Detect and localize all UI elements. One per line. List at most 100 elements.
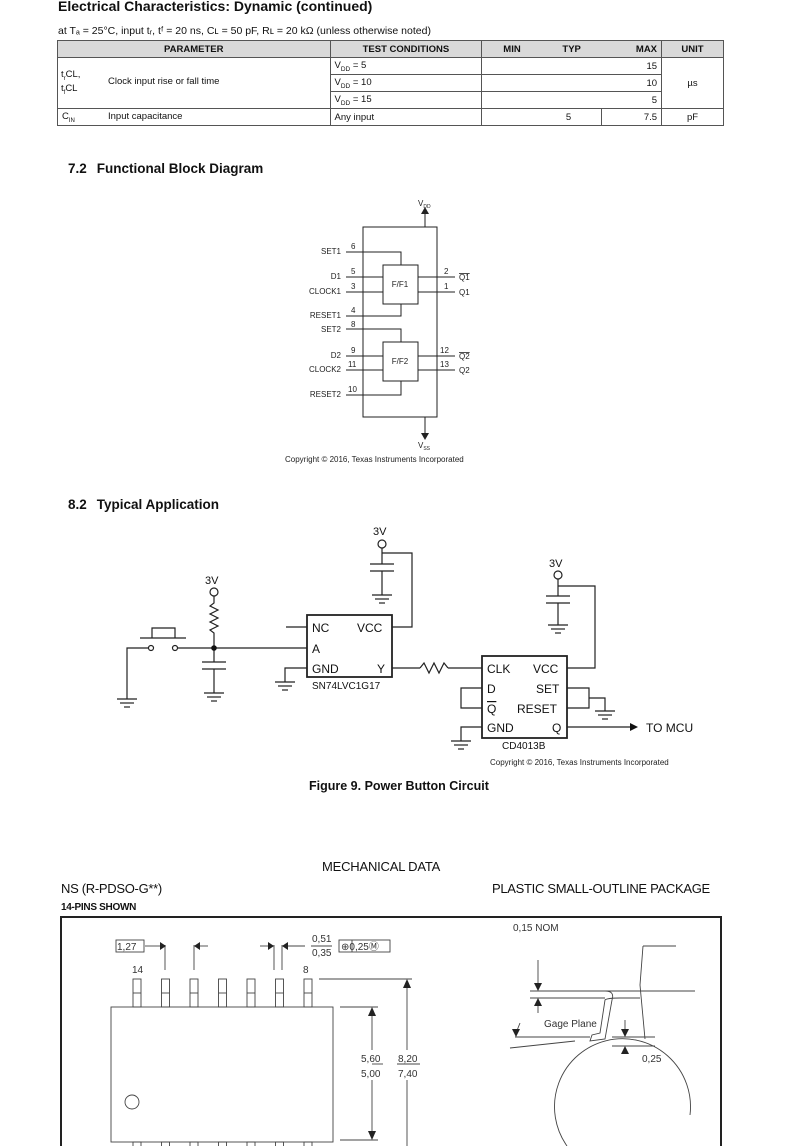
header-unit: UNIT: [661, 40, 724, 58]
param-input-capacitance: Input capacitance: [108, 110, 183, 122]
condition-cell: VDD = 10: [329, 74, 483, 92]
ic2-pin-vcc: VCC: [533, 662, 559, 676]
pin-number-8: 8: [303, 965, 309, 976]
pin-number: 6: [351, 242, 356, 251]
pins-shown-note: 14-PINS SHOWN: [61, 902, 137, 913]
reset1-wire: [346, 304, 402, 317]
sym-sub-f: f: [63, 89, 66, 96]
pin-number: 13: [440, 360, 449, 369]
dim-arrow-icon: [621, 1029, 629, 1037]
sym-t: t: [61, 69, 64, 80]
typ-value: 5: [481, 108, 603, 126]
pin-label-set2: SET2: [321, 325, 342, 334]
max-value: 7.5: [601, 108, 663, 126]
gage-plane-label: Gage Plane: [544, 1019, 597, 1030]
pin-number: 8: [351, 320, 356, 329]
pin-number: 9: [351, 346, 356, 355]
header-max: MAX: [601, 40, 663, 58]
header-min: MIN: [481, 40, 542, 58]
pin-label-q1: Q1: [459, 288, 470, 297]
ic1-pin-y: Y: [377, 662, 385, 676]
pin-number: 3: [351, 282, 356, 291]
package-name: PLASTIC SMALL-OUTLINE PACKAGE: [492, 881, 710, 896]
ic2-pin-q: Q: [552, 721, 561, 735]
pin-number: 2: [444, 267, 449, 276]
detail-circle: [554, 1038, 691, 1146]
cond-v: V: [334, 59, 341, 71]
supply-label: 3V: [373, 526, 387, 538]
max-value: 10: [481, 74, 663, 92]
dim-arrow-icon: [621, 1046, 629, 1054]
ic2-box: [481, 655, 568, 739]
unit-cell: pF: [661, 108, 724, 126]
ic1-pin-gnd: GND: [312, 662, 339, 676]
ic2-pin-q-bar: Q: [487, 702, 496, 716]
vcc-terminal: [209, 587, 219, 597]
cond-value: = 5: [350, 59, 367, 71]
package-lead: [275, 1141, 284, 1146]
pin-label-d2: D2: [331, 351, 342, 360]
figure-caption: Figure 9. Power Button Circuit: [309, 779, 489, 793]
pullup-resistor: [208, 596, 220, 648]
pitch-value: 1,27: [117, 942, 137, 953]
cond-sub: DD: [340, 99, 351, 107]
vss-label: VSS: [418, 441, 431, 452]
header-test-conditions: TEST CONDITIONS: [329, 40, 483, 58]
vdd-label: VDD: [418, 199, 431, 210]
section-title-text: Typical Application: [96, 497, 220, 512]
pin-label-clock2: CLOCK2: [309, 365, 342, 374]
dim-arrow-icon: [160, 942, 166, 950]
cond-sub: DD: [340, 82, 351, 90]
dim-arrow-icon: [194, 942, 200, 950]
d-qbar-loop: [460, 687, 482, 709]
ic1-pin-vcc: VCC: [357, 621, 383, 635]
pin1-indicator: [124, 1094, 140, 1110]
lead-profile: [589, 990, 640, 1042]
electrical-characteristics-table: PARAMETER TEST CONDITIONS MIN TYP MAX UN…: [57, 40, 724, 126]
ic1-part-number: SN74LVC1G17: [312, 681, 381, 692]
symbol-cin: CIN: [62, 111, 108, 124]
package-body: [110, 1006, 334, 1143]
drawing-frame: [60, 916, 722, 1146]
ic-outline: [362, 226, 438, 418]
cond-value: = 15: [350, 93, 372, 105]
sym-cl: CL,: [65, 69, 81, 80]
vss-arrow-icon: [421, 433, 429, 440]
max-value: 5: [481, 91, 663, 109]
package-code: NS (R-PDSO-G**): [61, 881, 162, 896]
unit-cell: µs: [661, 57, 724, 109]
button-contact: [147, 644, 155, 652]
dim-arrow-icon: [534, 998, 542, 1006]
condition-cell: VDD = 15: [329, 91, 483, 109]
button-contact: [171, 644, 179, 652]
cond-value: = 10: [350, 76, 372, 88]
power-button-circuit: 3V 3V 3V NC VCC A GND Y SN74LVC1G17 CLK …: [117, 526, 693, 752]
pin-number: 4: [351, 306, 356, 315]
dim-arrow-icon: [403, 979, 411, 988]
ic2-pin-clk: CLK: [487, 662, 510, 676]
package-lead: [246, 1141, 256, 1146]
package-drawing: 1,27 0,51 0,35 ⊕0,25Ⓜ 14 8 5,60 5,00 8,2…: [60, 916, 722, 1146]
pin-label-clock1: CLOCK1: [309, 287, 342, 296]
set1-wire: [346, 251, 402, 265]
ic2-pin-d: D: [487, 682, 496, 696]
dim-arrow-icon: [534, 983, 542, 991]
ic2-pin-gnd: GND: [487, 721, 514, 735]
set-reset-wire: [567, 687, 590, 709]
pin-label-q2-bar: Q2: [459, 352, 470, 361]
cond-v: V: [334, 93, 341, 105]
gnd-wire: [284, 667, 307, 682]
top-leads: [132, 978, 313, 1008]
sym-sub-r: r: [63, 75, 66, 82]
param-cell-clock-rise-fall: trCL, tfCL Clock input rise or fall time: [57, 57, 331, 109]
cond-sub: DD: [340, 65, 351, 73]
ff2-label: F/F2: [392, 357, 409, 366]
tolerance-value: ⊕0,25Ⓜ: [341, 941, 379, 953]
body-width-min: 5,00: [361, 1069, 381, 1080]
sym-sub-in: IN: [68, 117, 75, 124]
max-value: 15: [481, 57, 663, 75]
pin-number: 5: [351, 267, 356, 276]
